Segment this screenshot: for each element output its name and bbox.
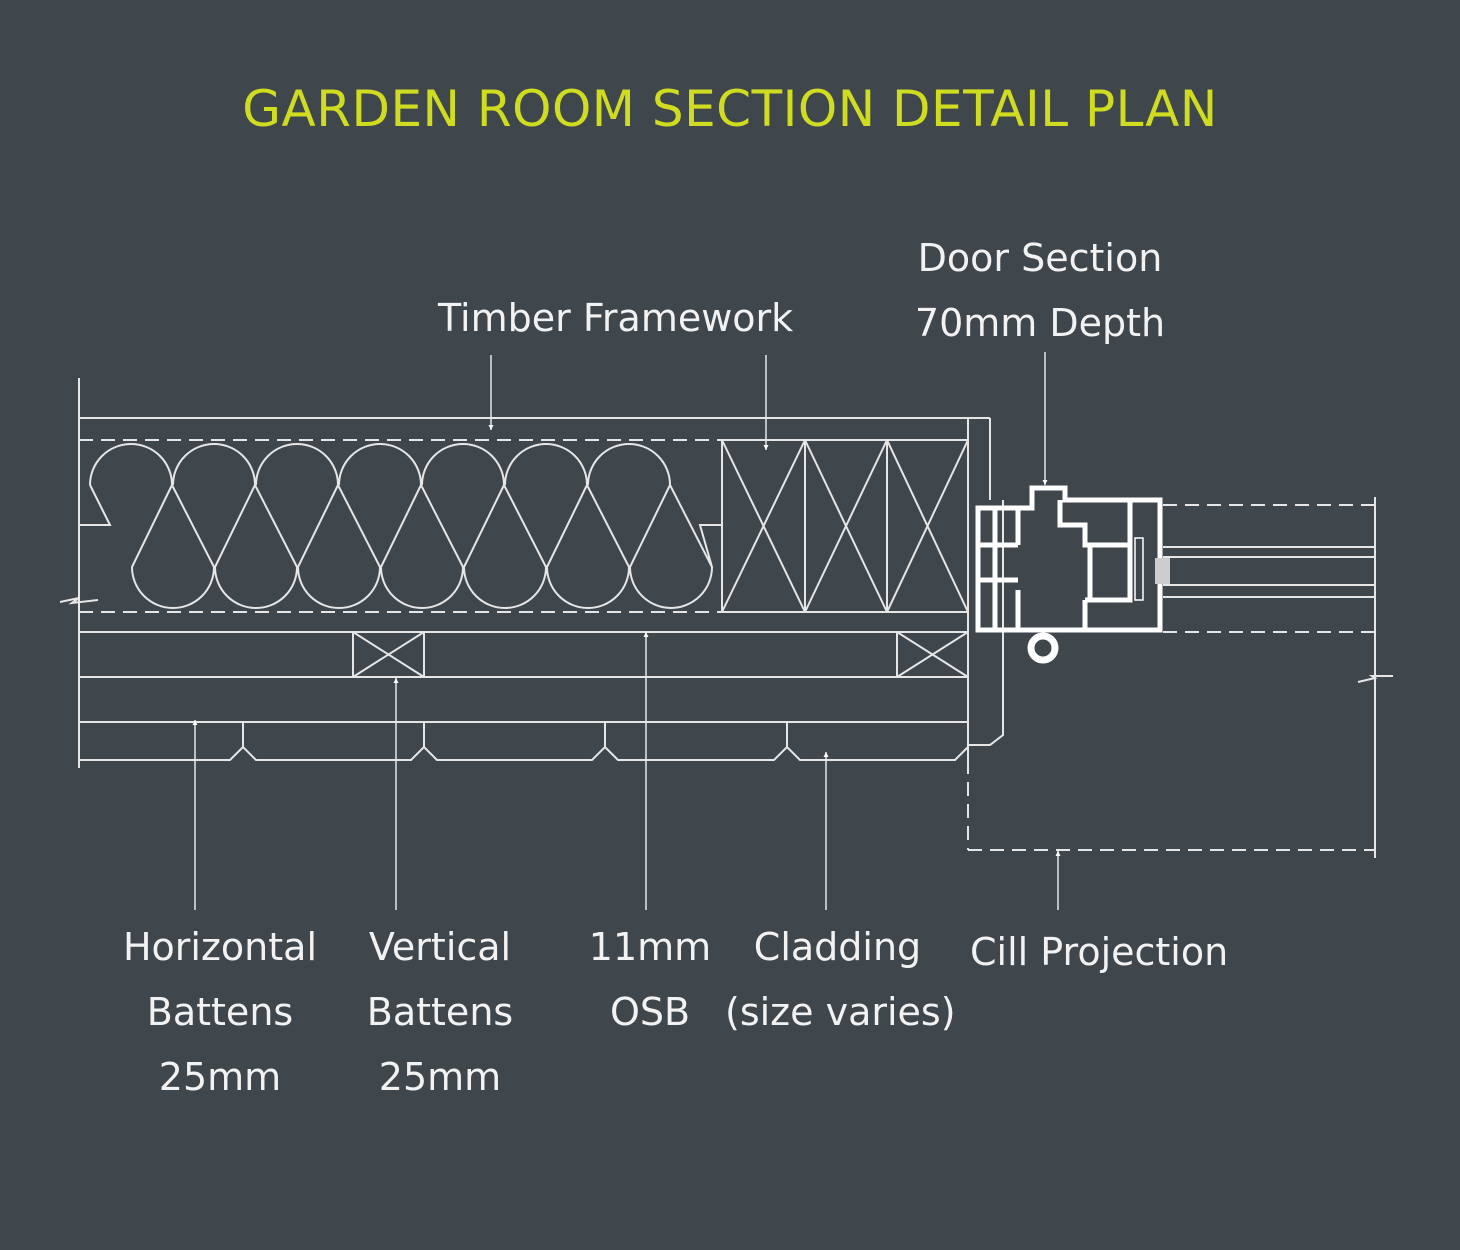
vertical-battens	[352, 631, 969, 678]
label-line: Door Section	[917, 236, 1163, 280]
door-section	[975, 485, 1393, 858]
label-line: (size varies)	[725, 990, 956, 1034]
label-line: OSB	[609, 990, 691, 1034]
label-line: Cladding	[753, 925, 922, 969]
label-horizontal-battens: Horizontal Battens 25mm	[115, 915, 325, 1110]
label-timber-framework: Timber Framework	[438, 296, 794, 340]
label-line: 70mm Depth	[914, 301, 1166, 345]
leader-arrows	[192, 352, 1061, 910]
label-line: Battens	[146, 990, 294, 1034]
label-osb: 11mm OSB	[580, 915, 720, 1045]
label-line: 11mm	[588, 925, 712, 969]
diagram-title: GARDEN ROOM SECTION DETAIL PLAN	[242, 80, 1218, 138]
timber-framework	[721, 439, 969, 613]
wall-outline	[59, 378, 1004, 768]
label-cill-projection: Cill Projection	[970, 930, 1229, 974]
insulation-loops	[79, 443, 722, 609]
label-line: Horizontal	[122, 925, 318, 969]
insulation	[79, 443, 722, 609]
cladding	[79, 722, 969, 761]
label-line: Battens	[366, 990, 514, 1034]
label-line: 25mm	[158, 1055, 282, 1099]
label-vertical-battens: Vertical Battens 25mm	[340, 915, 540, 1110]
label-line: Vertical	[368, 925, 512, 969]
label-cladding: Cladding (size varies)	[725, 915, 956, 1045]
label-line: 25mm	[378, 1055, 502, 1099]
cill-projection	[967, 760, 1375, 851]
label-door-section: Door Section 70mm Depth	[910, 226, 1170, 356]
